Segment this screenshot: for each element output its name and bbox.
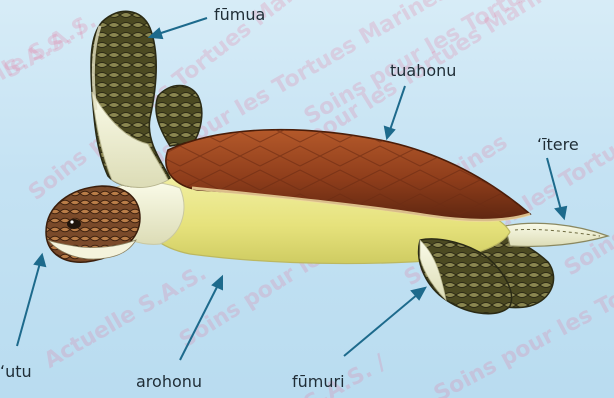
arrow-icon bbox=[547, 158, 561, 210]
label-utu: ʻutu bbox=[0, 363, 32, 381]
eye-icon bbox=[67, 219, 81, 229]
label-arohonu: arohonu bbox=[136, 373, 202, 391]
label-tuahonu: tuahonu bbox=[390, 62, 456, 80]
tail bbox=[505, 223, 608, 246]
arrow-icon bbox=[213, 277, 222, 289]
label-itere: ʻītere bbox=[537, 136, 579, 154]
label-fumua: fūmua bbox=[214, 6, 265, 24]
arrow-icon bbox=[556, 207, 566, 218]
arrow-icon bbox=[390, 86, 405, 130]
label-fumuri: fūmuri bbox=[292, 373, 345, 391]
arrow-icon bbox=[17, 263, 40, 346]
arrow-icon bbox=[158, 18, 207, 34]
arrow-icon bbox=[344, 294, 418, 356]
arrow-icon bbox=[180, 285, 218, 360]
arrow-icon bbox=[385, 127, 394, 138]
rear-front-flipper bbox=[156, 86, 202, 147]
arrow-icon bbox=[35, 255, 45, 266]
